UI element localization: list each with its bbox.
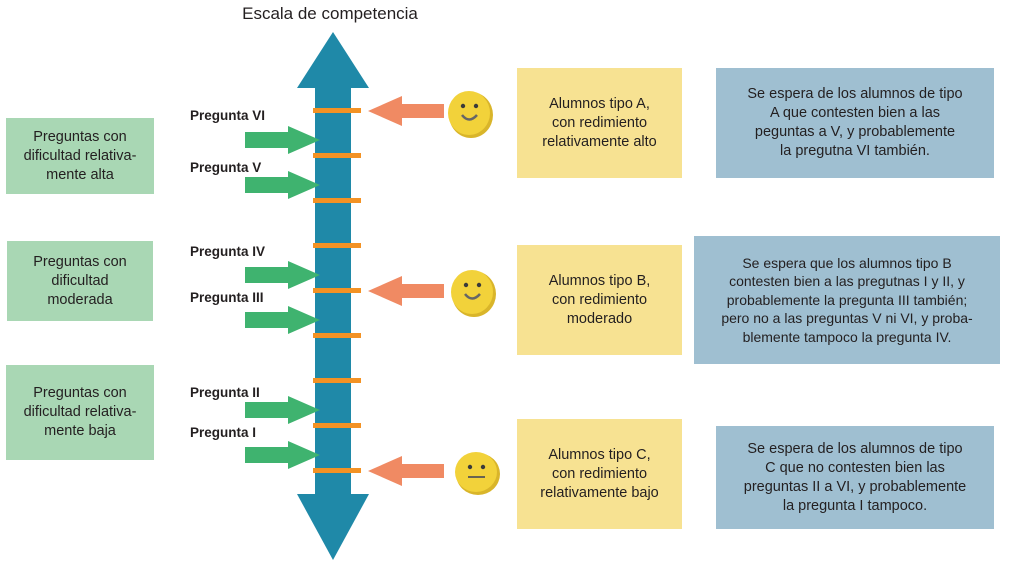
scale-tick bbox=[313, 108, 361, 113]
student-arrow-c bbox=[368, 456, 444, 486]
expectation-box-a: Se espera de los alumnos de tipo A que c… bbox=[716, 68, 994, 178]
student-arrow-b bbox=[368, 276, 444, 306]
scale-tick bbox=[313, 198, 361, 203]
scale-tick bbox=[313, 243, 361, 248]
difficulty-box-moderate: Preguntas con dificultad moderada bbox=[7, 241, 153, 321]
question-label-iv: Pregunta IV bbox=[190, 244, 266, 259]
question-arrow-ii bbox=[245, 396, 320, 424]
question-arrow-i bbox=[245, 441, 320, 469]
scale-tick bbox=[313, 423, 361, 428]
question-label-iii: Pregunta III bbox=[190, 290, 264, 305]
scale-tick bbox=[313, 333, 361, 338]
expectation-box-b: Se espera que los alumnos tipo B contest… bbox=[694, 236, 1000, 364]
student-arrow-a bbox=[368, 96, 444, 126]
question-label-v: Pregunta V bbox=[190, 160, 262, 175]
smile-face-icon bbox=[451, 270, 496, 317]
axis-arrowhead-down bbox=[297, 494, 369, 560]
student-box-a: Alumnos tipo A, con redimiento relativam… bbox=[517, 68, 682, 178]
scale-tick bbox=[313, 378, 361, 383]
student-box-b: Alumnos tipo B, con redimiento moderado bbox=[517, 245, 682, 355]
question-label-vi: Pregunta VI bbox=[190, 108, 266, 123]
question-label-i: Pregunta I bbox=[190, 425, 257, 440]
neutral-face-icon bbox=[455, 452, 500, 495]
question-arrow-v bbox=[245, 171, 320, 199]
smile-face-icon bbox=[448, 91, 493, 138]
question-arrow-iv bbox=[245, 261, 320, 289]
question-label-ii: Pregunta II bbox=[190, 385, 260, 400]
question-arrow-vi bbox=[245, 126, 320, 154]
difficulty-box-high: Preguntas con dificultad relativa- mente… bbox=[6, 118, 154, 194]
difficulty-box-low: Preguntas con dificultad relativa- mente… bbox=[6, 365, 154, 460]
expectation-box-c: Se espera de los alumnos de tipo C que n… bbox=[716, 426, 994, 529]
scale-tick bbox=[313, 288, 361, 293]
scale-tick bbox=[313, 153, 361, 158]
scale-ticks bbox=[313, 108, 361, 473]
scale-tick bbox=[313, 468, 361, 473]
student-box-c: Alumnos tipo C, con redimiento relativam… bbox=[517, 419, 682, 529]
question-arrow-iii bbox=[245, 306, 320, 334]
axis-arrowhead-up bbox=[297, 32, 369, 88]
scale-title: Escala de competencia bbox=[242, 4, 418, 23]
